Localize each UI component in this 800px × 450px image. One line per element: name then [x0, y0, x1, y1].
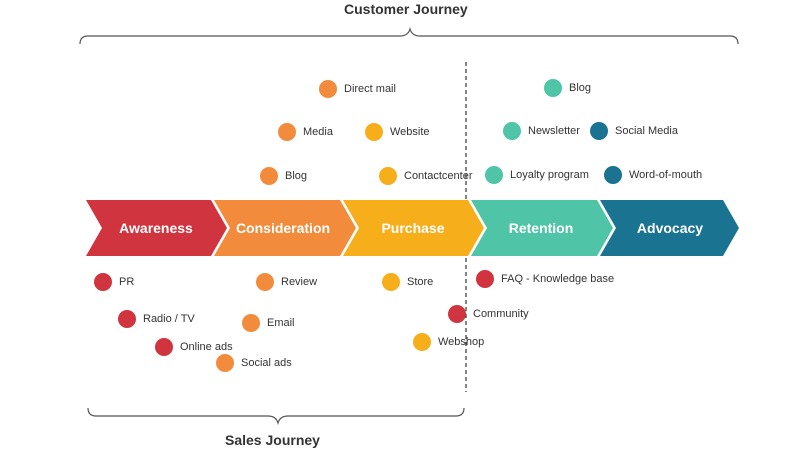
touchpoint-label: Loyalty program — [510, 169, 589, 181]
touchpoint-newsletter: Newsletter — [503, 122, 580, 140]
sales-journey-title: Sales Journey — [225, 432, 320, 448]
touchpoint-label: Social ads — [241, 357, 292, 369]
touchpoint-store: Store — [382, 273, 433, 291]
touchpoint-dot — [379, 167, 397, 185]
touchpoint-website: Website — [365, 123, 430, 141]
touchpoint-direct-mail: Direct mail — [319, 80, 396, 98]
stage-awareness-label: Awareness — [119, 220, 193, 236]
touchpoint-dot — [382, 273, 400, 291]
touchpoint-email: Email — [242, 314, 295, 332]
touchpoint-label: Radio / TV — [143, 313, 195, 325]
touchpoint-dot — [476, 270, 494, 288]
stage-advocacy-label: Advocacy — [637, 220, 703, 236]
touchpoint-media: Media — [278, 123, 333, 141]
touchpoint-label: Blog — [285, 170, 308, 182]
touchpoint-label: Store — [407, 276, 434, 288]
touchpoint-label: Direct mail — [344, 83, 396, 95]
touchpoint-dot — [590, 122, 608, 140]
touchpoint-label: Website — [390, 126, 430, 138]
touchpoint-label: Webshop — [438, 336, 485, 348]
stage-retention[interactable] — [471, 200, 613, 256]
touchpoint-label: Social Media — [615, 125, 678, 137]
touchpoint-social-ads: Social ads — [216, 354, 292, 372]
touchpoint-dot — [604, 166, 622, 184]
touchpoint-dot — [118, 310, 136, 328]
touchpoint-social-media: Social Media — [590, 122, 678, 140]
stage-advocacy[interactable] — [600, 200, 739, 256]
stage-purchase-label: Purchase — [381, 220, 444, 236]
touchpoint-label: Online ads — [180, 341, 233, 353]
touchpoint-community: Community — [448, 305, 529, 323]
touchpoint-dot — [216, 354, 234, 372]
touchpoint-webshop: Webshop — [413, 333, 484, 351]
touchpoint-label: Newsletter — [528, 125, 580, 137]
touchpoint-dot — [242, 314, 260, 332]
touchpoint-label: Media — [303, 126, 333, 138]
touchpoint-dot — [319, 80, 337, 98]
touchpoint-dot — [278, 123, 296, 141]
stage-retention-label: Retention — [509, 220, 574, 236]
touchpoint-dot — [155, 338, 173, 356]
stage-awareness[interactable] — [86, 200, 227, 256]
touchpoint-label: Email — [267, 317, 295, 329]
customer-journey-title: Customer Journey — [344, 1, 468, 17]
touchpoint-dot — [256, 273, 274, 291]
touchpoint-dot — [448, 305, 466, 323]
touchpoint-label: PR — [119, 276, 135, 288]
touchpoint-label: Contactcenter — [404, 170, 473, 182]
sales-journey-brace — [87, 407, 465, 426]
touchpoint-radio-tv: Radio / TV — [118, 310, 195, 328]
touchpoint-dot — [365, 123, 383, 141]
touchpoint-dot — [260, 167, 278, 185]
touchpoint-dot — [503, 122, 521, 140]
touchpoint-word-of-mouth: Word-of-mouth — [604, 166, 702, 184]
touchpoint-loyalty-program: Loyalty program — [485, 166, 589, 184]
touchpoint-label: Blog — [569, 82, 592, 94]
touchpoint-blog-consideration: Blog — [260, 167, 307, 185]
touchpoint-label: Review — [281, 276, 318, 288]
stage-consideration[interactable] — [214, 200, 356, 256]
touchpoint-dot — [485, 166, 503, 184]
touchpoint-dot — [94, 273, 112, 291]
stage-purchase[interactable] — [343, 200, 484, 256]
touchpoint-label: Community — [473, 308, 529, 320]
touchpoint-contactcenter: Contactcenter — [379, 167, 472, 185]
touchpoint-pr: PR — [94, 273, 134, 291]
touchpoint-faq: FAQ - Knowledge base — [476, 270, 614, 288]
touchpoint-label: Word-of-mouth — [629, 169, 703, 181]
touchpoint-dot — [544, 79, 562, 97]
touchpoint-blog-retention: Blog — [544, 79, 591, 97]
touchpoint-review: Review — [256, 273, 317, 291]
customer-journey-brace — [79, 26, 739, 45]
touchpoint-online-ads: Online ads — [155, 338, 233, 356]
touchpoint-dot — [413, 333, 431, 351]
touchpoint-label: FAQ - Knowledge base — [501, 273, 615, 285]
stage-consideration-label: Consideration — [236, 220, 330, 236]
